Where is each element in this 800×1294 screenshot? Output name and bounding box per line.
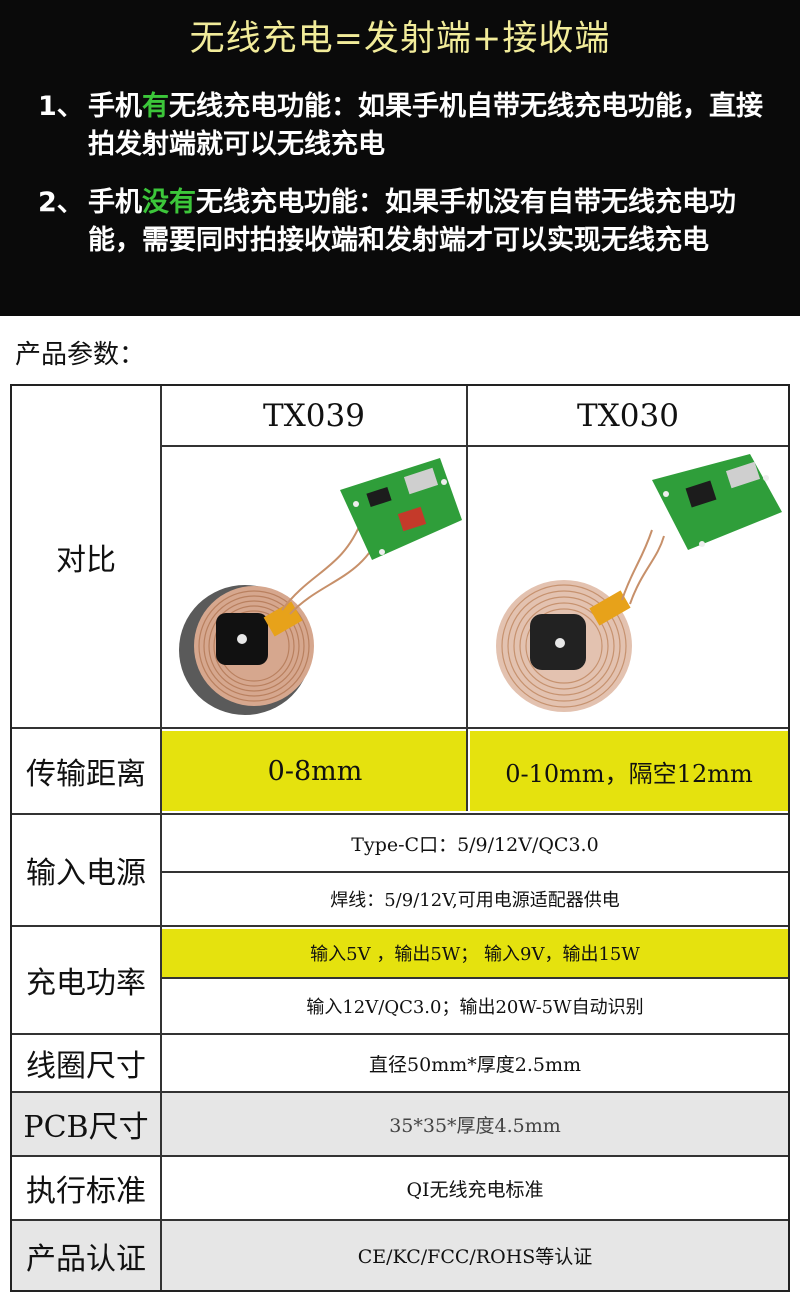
point-1-body: 无线充电功能：如果手机自带无线充电功能，直接拍发射端就可以无线充电 [88,91,763,160]
point-2: 2、 手机没有无线充电功能：如果手机没有自带无线充电功能，需要同时拍接收端和发射… [38,184,783,260]
grid-line [466,386,468,811]
grid-line [12,727,788,729]
header-banner: 无线充电=发射端+接收端 1、 手机有无线充电功能：如果手机自带无线充电功能，直… [0,0,800,316]
cert-value: CE/KC/FCC/ROHS等认证 [162,1221,788,1290]
point-1-prefix: 手机 [88,91,142,122]
grid-line [12,1219,788,1221]
grid-line [12,925,788,927]
label-power: 充电功率 [26,966,146,1001]
input-solder: 焊线：5/9/12V,可用电源适配器供电 [330,890,620,911]
point-2-number: 2、 [38,187,84,218]
point-2-body: 无线充电功能：如果手机没有自带无线充电功能，需要同时拍接收端和发射端才可以实现无… [88,187,736,256]
grid-line [160,445,788,447]
point-1-highlight: 有 [142,91,169,122]
power-line-1: 输入5V ，输出5W； 输入9V，输出15W [162,929,788,977]
point-2-prefix: 手机 [88,187,142,218]
label-cert: 产品认证 [12,1221,160,1290]
grid-line [12,1033,788,1035]
point-1: 1、 手机有无线充电功能：如果手机自带无线充电功能，直接拍发射端就可以无线充电 [38,88,783,164]
model-header-tx039: TX039 [263,397,365,434]
grid-line [160,386,162,1290]
product-image-tx039 [172,450,464,720]
grid-line [160,977,788,979]
banner-title: 无线充电=发射端+接收端 [189,19,611,59]
label-input: 输入电源 [26,856,146,891]
coil-size: 直径50mm*厚度2.5mm [369,1053,581,1076]
section-title: 产品参数： [15,340,146,370]
standard-value: QI无线充电标准 [406,1178,544,1201]
point-1-text: 手机有无线充电功能：如果手机自带无线充电功能，直接拍发射端就可以无线充电 [38,88,783,164]
label-distance: 传输距离 [26,757,146,792]
label-standard: 执行标准 [26,1174,146,1209]
point-2-text: 手机没有无线充电功能：如果手机没有自带无线充电功能，需要同时拍接收端和发射端才可… [38,184,783,260]
distance-tx030: 0-10mm，隔空12mm [470,731,788,811]
compare-label: 对比 [56,542,116,578]
pcb-size: 35*35*厚度4.5mm [162,1093,788,1155]
grid-line [12,1155,788,1157]
model-header-tx030: TX030 [577,397,679,434]
input-typec: Type-C口：5/9/12V/QC3.0 [351,833,599,856]
grid-line [12,1091,788,1093]
spec-table: TX039 TX030 对比 [10,384,790,1292]
power-line-2: 输入12V/QC3.0；输出20W-5W自动识别 [306,997,644,1018]
distance-tx039: 0-8mm [162,731,468,811]
label-pcb: PCB尺寸 [12,1093,160,1155]
point-2-highlight: 没有 [142,187,196,218]
point-1-number: 1、 [38,91,84,122]
label-coil: 线圈尺寸 [26,1049,146,1084]
product-image-tx030 [482,450,786,720]
grid-line [160,871,788,873]
grid-line [12,813,788,815]
